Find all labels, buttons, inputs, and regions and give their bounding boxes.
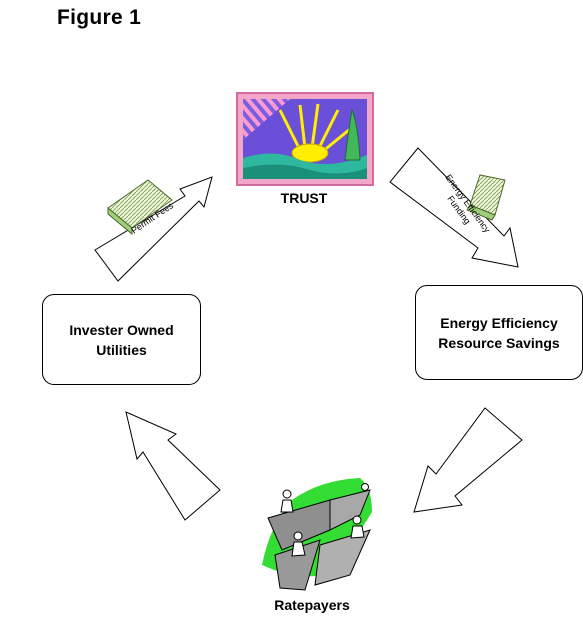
ratepayers-label: Ratepayers	[274, 597, 350, 613]
trust-label: TRUST	[280, 190, 328, 206]
ratepayers-to-iou-arrow	[125, 411, 221, 521]
figure-title: Figure 1	[57, 6, 142, 29]
ee-funding-arrow	[389, 147, 519, 268]
ratepayers-picture	[262, 478, 372, 591]
iou-node: Invester Owned Utilities	[42, 294, 201, 385]
money-icon-permit	[107, 179, 173, 236]
trust-picture	[236, 92, 374, 186]
ee-to-ratepayers-arrow	[413, 407, 523, 513]
money-icon-funding	[466, 174, 506, 221]
permit-fees-arrow	[94, 176, 213, 282]
iou-label: Invester Owned Utilities	[69, 321, 174, 358]
ee-node: Energy Efficiency Resource Savings	[415, 285, 583, 380]
ee-label: Energy Efficiency Resource Savings	[438, 314, 560, 351]
